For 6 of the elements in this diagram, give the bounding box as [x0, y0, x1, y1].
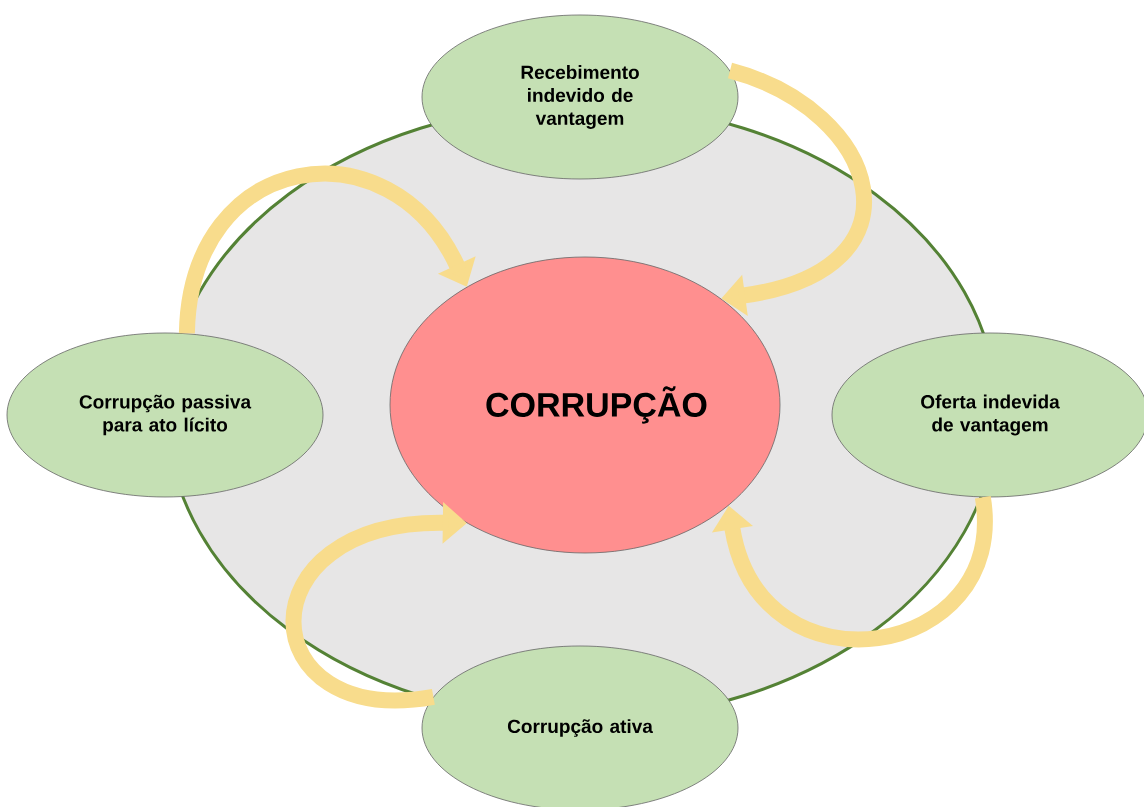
- curved-arrow: [178, 165, 476, 335]
- curved-arrow: [711, 497, 993, 647]
- ellipse-node: Corrupção passiva para ato lícito: [6, 332, 324, 498]
- ellipse-node: Oferta indevida de vantagem: [831, 332, 1144, 498]
- ellipse-node: Recebimento indevido de vantagem: [421, 14, 739, 180]
- ellipse-node: Corrupção ativa: [421, 645, 739, 807]
